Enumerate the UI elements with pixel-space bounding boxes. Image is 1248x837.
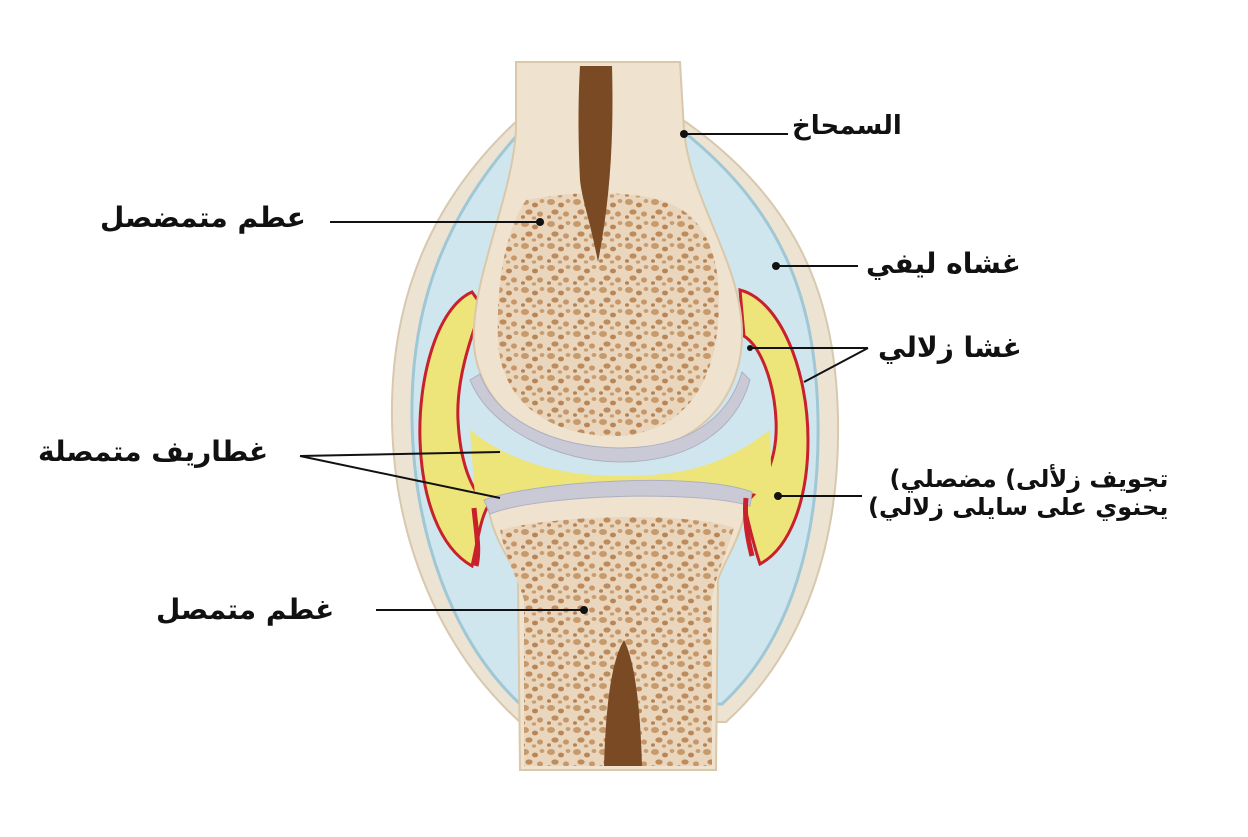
synovial-cavity-left: [418, 290, 490, 569]
upper-spongy-bone: [497, 193, 719, 437]
label-compact-bone: عطم متمضصل: [100, 201, 306, 234]
synovial-membrane-left-low: [471, 507, 481, 567]
label-periosteum: السمحاخ: [792, 111, 902, 141]
leader-cartilage-b: [299, 455, 501, 499]
label-synovial-membrane: غشا زلالي: [878, 331, 1022, 364]
lower-marrow: [604, 640, 642, 766]
leader-cartilage-a: [299, 451, 501, 457]
label-fibrous-membrane: غشاه ليفي: [866, 247, 1021, 280]
upper-marrow: [578, 66, 613, 262]
label-joint-cavity-line1: تجويف زلألى) مضصلي): [889, 465, 1169, 493]
leader-dots: [536, 130, 782, 614]
upper-cartilage: [469, 371, 751, 463]
leader-synovial-b: [803, 347, 869, 383]
label-joint-cavity: تجويف زلألى) مضصلي) يحنوي على سايلى زلال…: [868, 465, 1169, 521]
lower-spongy-bone: [500, 516, 734, 766]
lower-cartilage: [483, 479, 753, 515]
label-joint-cavity-line2: يحنوي على سايلى زلالي): [868, 492, 1169, 521]
label-spongy-bone: غطم متمصل: [156, 593, 335, 626]
leader-lines: [299, 133, 869, 611]
label-articular-cartilage: غطاريف متمصلة: [38, 435, 269, 468]
synovial-membrane-right-low: [743, 497, 755, 557]
